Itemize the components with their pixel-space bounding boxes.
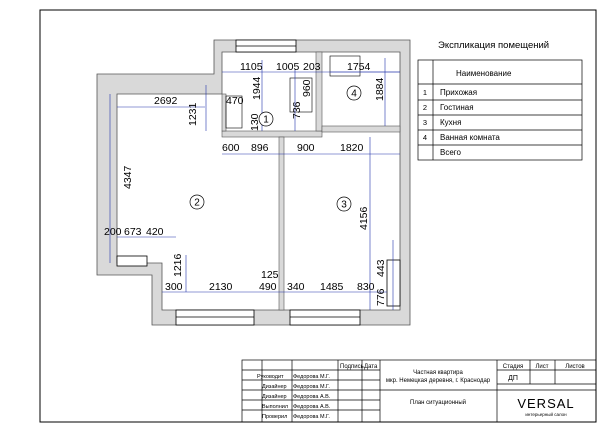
- company-subtitle: интерьерный салон: [525, 411, 567, 417]
- dimension-labels: 1105 1005 203 1754 1944 960 736 1884 269…: [104, 61, 387, 306]
- dim-1005: 1005: [276, 61, 300, 73]
- dim-1105: 1105: [240, 61, 263, 73]
- stage-value: ДП: [508, 375, 518, 382]
- dim-776: 776: [375, 288, 387, 306]
- dim-736: 736: [291, 101, 303, 119]
- staff-1-name: Федорова М.Г.: [293, 374, 330, 380]
- dimension-lines: [109, 58, 400, 310]
- dim-896: 896: [251, 142, 269, 154]
- room-label-4: 4: [351, 89, 357, 100]
- dim-2130: 2130: [209, 281, 233, 293]
- room-label-1: 1: [263, 115, 269, 126]
- fixtures: [225, 55, 361, 129]
- floor-plan: 1 2 3 4 1105 1005 203 1754 1944 960 736 …: [96, 39, 411, 326]
- room-label-3: 3: [341, 200, 347, 211]
- dim-4156: 4156: [358, 206, 370, 230]
- dim-203: 203: [303, 61, 321, 73]
- col-date: Дата: [364, 364, 378, 370]
- legend-row-3-name: Кухня: [440, 118, 461, 127]
- staff-3-role: Дизайнер: [262, 393, 287, 400]
- dim-470: 470: [226, 95, 244, 107]
- legend-title: Экспликация помещений: [438, 40, 549, 51]
- dim-2692: 2692: [154, 95, 178, 107]
- staff-2-role: Дизайнер: [262, 383, 287, 390]
- legend-row-total-name: Всего: [440, 148, 462, 157]
- dim-4347: 4347: [122, 165, 134, 189]
- project-line-2: мкр. Немецкая деревня, г. Краснодар: [386, 378, 491, 384]
- dim-900: 900: [297, 142, 315, 154]
- dim-1231: 1231: [187, 102, 199, 126]
- dim-1485: 1485: [320, 281, 344, 293]
- dim-130: 130: [249, 113, 261, 131]
- interior-walls: [221, 51, 401, 311]
- staff-5-name: Федорова М.Г.: [293, 414, 330, 420]
- sheet-title: План ситуационный: [410, 399, 466, 406]
- dim-420: 420: [146, 226, 164, 238]
- col-sign: Подпись: [340, 364, 364, 370]
- dim-1884: 1884: [374, 77, 386, 101]
- legend-row-3-num: 3: [423, 118, 427, 127]
- room-marker-2: [189, 194, 205, 210]
- dim-960: 960: [301, 79, 313, 97]
- dim-1820: 1820: [340, 142, 364, 154]
- legend-row-4-num: 4: [423, 133, 427, 142]
- room-label-2: 2: [194, 198, 200, 209]
- dim-1216: 1216: [172, 253, 184, 277]
- dim-125: 125: [261, 269, 279, 281]
- staff-1-role: Руководит: [257, 374, 284, 380]
- room-markers: 1 2 3 4: [189, 85, 362, 212]
- sheet-label: Лист: [535, 364, 548, 370]
- dim-340: 340: [287, 281, 305, 293]
- staff-4-role: Выполнил: [262, 404, 288, 410]
- sheets-label: Листов: [565, 364, 585, 370]
- dim-443: 443: [375, 259, 387, 277]
- windows: [116, 39, 401, 326]
- staff-2-name: Федорова М.Г.: [293, 384, 330, 390]
- room-legend: Экспликация помещений Наименование 1 При…: [417, 40, 583, 161]
- staff-3-name: Федорова А.В.: [293, 394, 331, 400]
- legend-row-1-name: Прихожая: [440, 88, 477, 97]
- room-marker-3: [336, 196, 352, 212]
- room-marker-4: [346, 85, 362, 101]
- dim-673: 673: [124, 226, 142, 238]
- legend-row-2-name: Гостиная: [440, 103, 474, 112]
- stage-label: Стадия: [503, 364, 523, 370]
- dim-200: 200: [104, 226, 122, 238]
- dim-1754: 1754: [347, 61, 371, 73]
- company-logo: VERSAL: [517, 396, 574, 411]
- dim-600: 600: [222, 142, 240, 154]
- legend-row-1-num: 1: [423, 88, 427, 97]
- legend-row-4-name: Ванная комната: [440, 133, 500, 142]
- dim-490: 490: [259, 281, 277, 293]
- legend-header: Наименование: [456, 69, 512, 78]
- dim-830: 830: [357, 281, 375, 293]
- room-marker-1: [258, 111, 274, 127]
- dim-300: 300: [165, 281, 183, 293]
- staff-5-role: Проверил: [262, 414, 287, 420]
- legend-row-2-num: 2: [423, 103, 427, 112]
- project-line-1: Частная квартира: [413, 370, 463, 376]
- title-block: Подпись Дата Руководит Федорова М.Г. Диз…: [241, 359, 597, 423]
- staff-4-name: Федорова А.В.: [293, 404, 331, 410]
- dim-1944: 1944: [251, 76, 263, 100]
